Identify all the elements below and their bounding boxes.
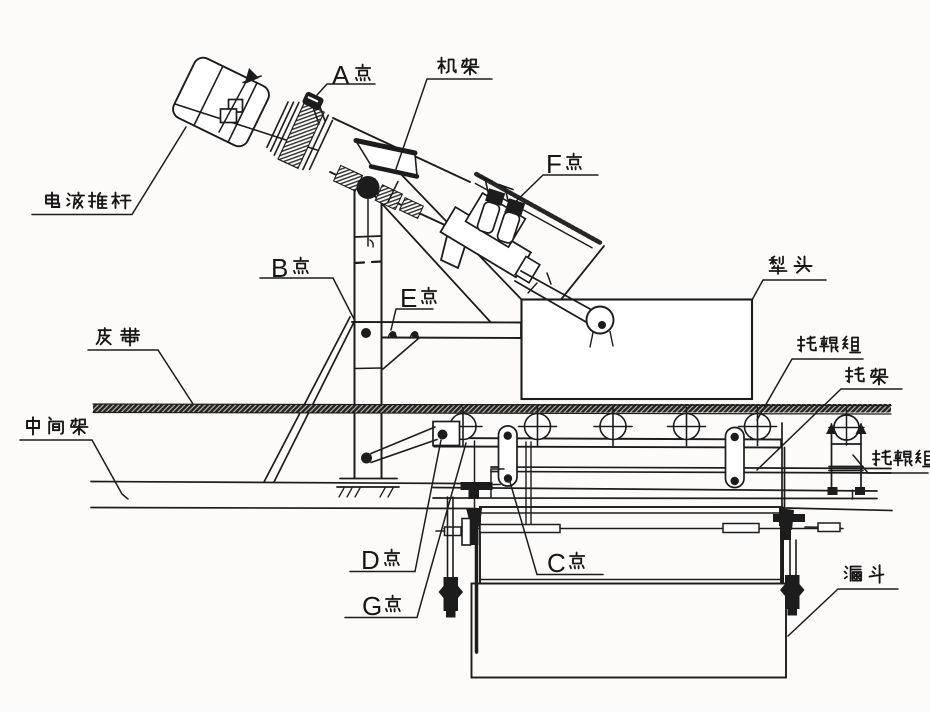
svg-text:E: E: [400, 283, 417, 313]
svg-text:A: A: [332, 60, 350, 90]
svg-text:D: D: [361, 545, 380, 575]
svg-text:C: C: [547, 548, 566, 578]
svg-text:B: B: [271, 253, 288, 283]
svg-text:F: F: [546, 149, 562, 179]
svg-text:G: G: [362, 591, 382, 621]
